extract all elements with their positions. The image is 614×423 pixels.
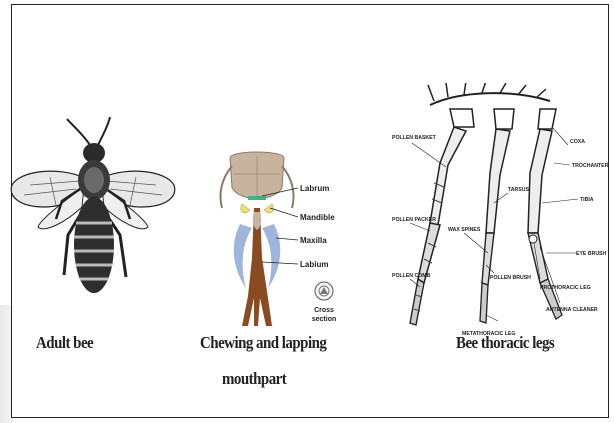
label-antenna-cleaner: ANTENNA CLEANER [546, 307, 598, 313]
label-section: section [312, 316, 337, 323]
label-maxilla: Maxilla [300, 236, 327, 245]
thoracic-legs-caption: Bee thoracic legs [456, 333, 554, 353]
label-coxa: COXA [570, 139, 585, 145]
cross-section-icon [315, 282, 333, 300]
label-cross: Cross [314, 307, 334, 314]
mouthpart-caption-line2: mouthpart [222, 369, 286, 389]
label-tibia: TIBIA [580, 197, 594, 203]
adult-bee-illustration [10, 115, 180, 330]
label-mandible: Mandible [300, 213, 335, 222]
label-labium: Labium [300, 260, 328, 269]
thoracic-legs-illustration: POLLEN BASKET POLLEN PACKER POLLEN COMB … [390, 83, 610, 345]
label-pollen-brush: POLLEN BRUSH [490, 275, 531, 281]
label-pollen-packer: POLLEN PACKER [392, 217, 436, 223]
label-tarsus: TARSUS [508, 187, 529, 193]
label-prothoracic-leg: PROTHORACIC LEG [540, 285, 591, 291]
label-pollen-comb: POLLEN COMB [392, 273, 431, 279]
label-eye-brush: EYE BRUSH [576, 251, 607, 257]
mouthpart-caption-line1: Chewing and lapping [200, 333, 326, 353]
label-pollen-basket: POLLEN BASKET [392, 135, 437, 141]
figure-frame: Adult bee Labrum Mandible Maxilla Labium [11, 4, 609, 418]
label-trochanter: TROCHANTER [572, 163, 609, 169]
label-wax-spines: WAX SPINES [448, 227, 481, 233]
mouthpart-illustration: Labrum Mandible Maxilla Labium Cross sec… [212, 148, 362, 338]
label-labrum: Labrum [300, 184, 329, 193]
adult-bee-caption: Adult bee [36, 333, 93, 353]
